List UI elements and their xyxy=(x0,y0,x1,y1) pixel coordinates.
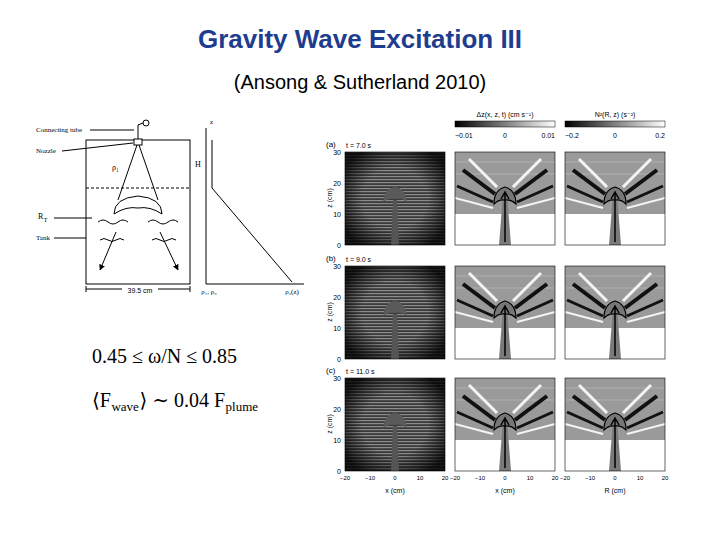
colorbar-tick: 0.01 xyxy=(541,132,555,139)
tick-label: 0 xyxy=(337,356,341,363)
tick-label: 0 xyxy=(503,475,506,481)
slide-title: Gravity Wave Excitation III xyxy=(0,24,720,55)
formula: 0.45 ≤ ω/N ≤ 0.85 xyxy=(92,346,237,366)
panel-letter: (c) xyxy=(326,367,335,375)
tick-label: 0 xyxy=(337,242,341,249)
axis-title: x (cm) xyxy=(385,487,404,494)
tick-label: −20 xyxy=(340,475,350,481)
formula-subscript: wave xyxy=(111,400,138,413)
axis-title: z xyxy=(210,119,213,126)
image-panels xyxy=(345,152,665,471)
tank-schematic xyxy=(54,120,304,292)
tick-label: 30 xyxy=(333,149,341,156)
axis-title: z (cm) xyxy=(326,414,333,433)
axis-title: z (cm) xyxy=(326,302,333,321)
symbol-label: R xyxy=(38,213,43,221)
time-label: t = 7.0 s xyxy=(346,142,371,149)
axis-title: x (cm) xyxy=(495,487,514,494)
tick-label: −10 xyxy=(475,475,485,481)
colorbar-tick: 0 xyxy=(613,132,617,139)
axis-label: ρ₂(z) xyxy=(285,289,299,296)
tick-label: 10 xyxy=(333,325,341,332)
symbol-label: ρ₁ xyxy=(112,164,119,172)
colorbar-tick: 0 xyxy=(503,132,507,139)
symbol-subscript: T xyxy=(44,217,48,223)
colorbar-title: N²(R, z) (s⁻²) xyxy=(595,111,636,118)
time-label: t = 11.0 s xyxy=(346,368,374,375)
tick-label: 10 xyxy=(333,211,341,218)
axis-label: ρ₁, ρ₀ xyxy=(201,289,216,296)
colorbar-tick: −0.2 xyxy=(565,132,579,139)
panel-letter: (b) xyxy=(326,255,336,263)
tick-label: 30 xyxy=(333,263,341,270)
time-label: t = 9.0 s xyxy=(346,256,371,263)
tick-label: 20 xyxy=(333,294,341,301)
tick-label: 10 xyxy=(527,475,534,481)
tick-label: −20 xyxy=(450,475,460,481)
tick-label: 10 xyxy=(417,475,424,481)
formula: ⟨F xyxy=(92,390,111,410)
tick-label: 20 xyxy=(442,475,449,481)
tick-label: 10 xyxy=(637,475,644,481)
formula: ⟩ ∼ 0.04 F xyxy=(139,390,225,410)
colorbar-tick: −0.01 xyxy=(455,132,473,139)
tick-label: −20 xyxy=(560,475,570,481)
tick-label: 20 xyxy=(333,180,341,187)
dimension-label: 39.5 cm xyxy=(128,287,153,294)
tick-label: −10 xyxy=(585,475,595,481)
part-label: Nozzle xyxy=(36,148,56,155)
tick-label: 0 xyxy=(393,475,396,481)
part-label: Tank xyxy=(36,235,50,242)
panel-letter: (a) xyxy=(326,141,336,149)
tick-label: −10 xyxy=(365,475,375,481)
tick-label: 0 xyxy=(337,468,341,475)
tick-label: 20 xyxy=(552,475,559,481)
subtitle: (Ansong & Sutherland 2010) xyxy=(234,72,486,92)
tick-label: 30 xyxy=(333,375,341,382)
colorbar-title: Δz(x, z, t) (cm s⁻¹) xyxy=(477,111,534,118)
part-label: Connecting tube xyxy=(36,127,82,134)
symbol-label: H xyxy=(195,161,201,169)
tick-label: 0 xyxy=(613,475,616,481)
tick-label: 10 xyxy=(333,437,341,444)
formula-subscript: plume xyxy=(226,400,259,413)
colorbar-tick: 0.2 xyxy=(655,132,665,139)
axis-title: z (cm) xyxy=(326,188,333,207)
tick-label: 20 xyxy=(333,406,341,413)
tick-label: 20 xyxy=(662,475,669,481)
axis-title: R (cm) xyxy=(605,487,626,494)
